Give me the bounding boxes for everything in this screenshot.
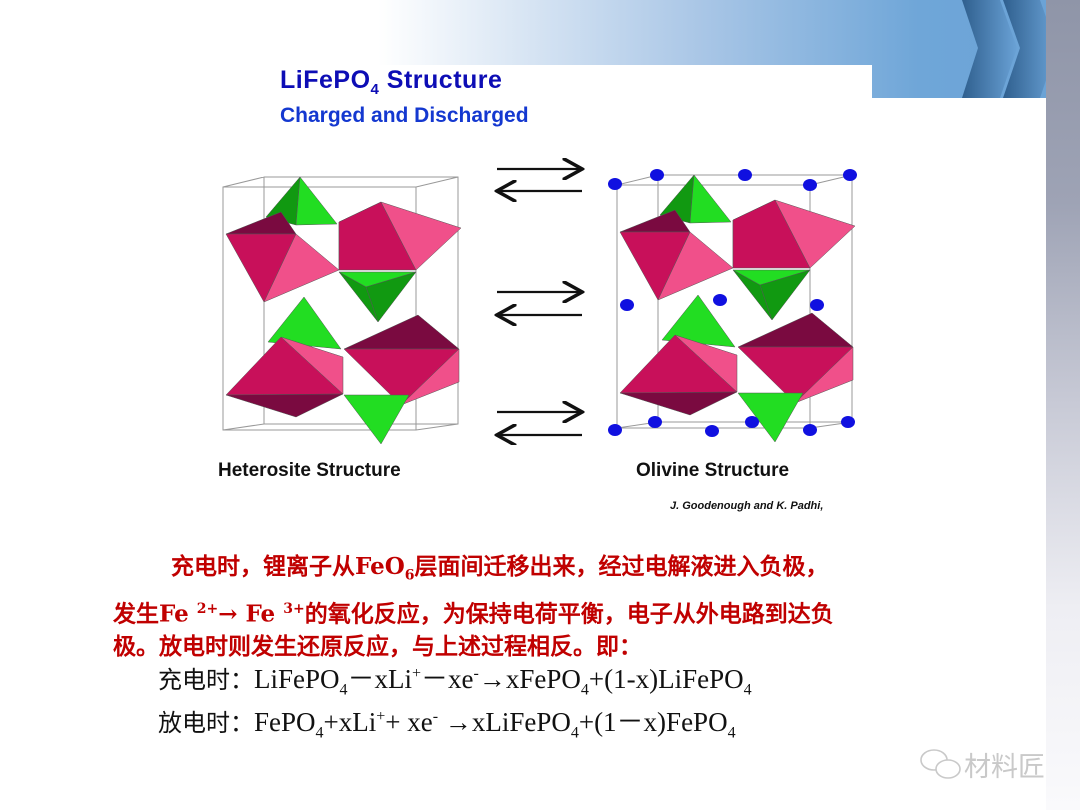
lithium-atom	[620, 299, 634, 311]
heterosite-label: Heterosite Structure	[218, 460, 401, 481]
tetrahedron	[689, 174, 732, 224]
olivine-structure-diagram	[608, 169, 857, 443]
octahedron	[280, 336, 344, 395]
lithium-atom	[843, 169, 857, 181]
tetrahedron	[343, 394, 410, 445]
octahedron	[619, 391, 738, 416]
unit-cell-box	[222, 176, 459, 431]
figure-panel-ext	[872, 98, 1046, 528]
lithium-atom	[648, 416, 662, 428]
lithium-atom	[608, 424, 622, 436]
octahedron	[263, 233, 340, 303]
tetrahedron	[295, 176, 338, 226]
right-side-strip	[1046, 0, 1080, 810]
charge-equation: 充电时：LiFePO4－xLi+－xe-→xFePO4+(1-x)LiFePO4	[158, 664, 752, 699]
lithium-atom	[738, 169, 752, 181]
octahedron	[400, 348, 460, 406]
lithium-atom	[841, 416, 855, 428]
octahedron	[674, 334, 738, 393]
lithium-atom	[803, 424, 817, 436]
equilibrium-arrows	[490, 155, 590, 445]
wechat-icon	[920, 748, 961, 779]
lithium-atom	[608, 178, 622, 190]
lithium-atom	[705, 425, 719, 437]
citation: J. Goodenough and K. Padhi,	[670, 500, 824, 512]
octahedron	[794, 346, 854, 404]
lithium-atom	[745, 416, 759, 428]
octahedron	[737, 312, 854, 348]
tetrahedron	[732, 269, 773, 321]
discharge-equation: 放电时：FePO4+xLi++ xe- →xLiFePO4+(1－x)FePO4	[158, 707, 736, 742]
olivine-label: Olivine Structure	[636, 460, 790, 481]
lithium-atom	[713, 294, 727, 306]
octahedron	[657, 231, 734, 301]
lithium-atom	[810, 299, 824, 311]
figure-title: LiFePO4 Structure	[280, 66, 503, 98]
chevron-decoration-icon	[962, 0, 1050, 98]
octahedron	[343, 314, 460, 350]
lithium-atom	[803, 179, 817, 191]
heterosite-structure-diagram	[222, 176, 462, 445]
explanation-paragraph: 充电时，锂离子从FeO6层面间迁移出来，经过电解液进入负极， 发生Fe 2+→ …	[113, 553, 834, 661]
octahedron	[380, 201, 462, 271]
octahedron	[225, 393, 344, 418]
lithium-atom	[650, 169, 664, 181]
watermark: 材料匠	[918, 745, 1045, 784]
octahedron	[774, 199, 856, 269]
tetrahedron	[338, 271, 379, 323]
figure-subtitle: Charged and Discharged	[280, 104, 529, 127]
